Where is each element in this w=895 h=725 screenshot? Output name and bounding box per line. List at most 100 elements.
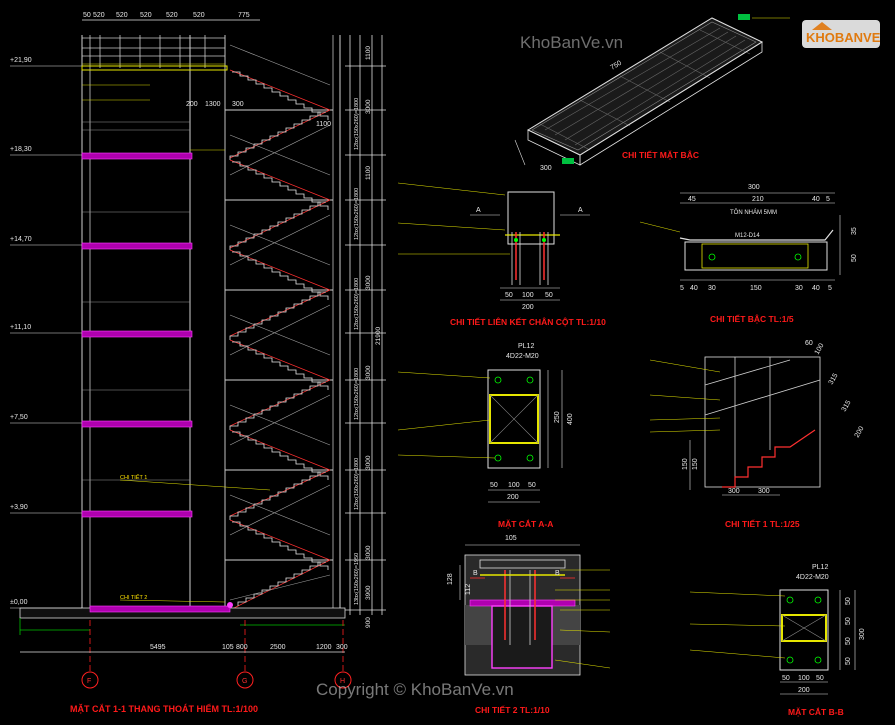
d1-dim-1: 60 bbox=[805, 340, 813, 347]
d1-dim-5: 200 bbox=[854, 425, 866, 439]
bb-bolts: 4D22-M20 bbox=[796, 574, 829, 581]
total-height: 21900 bbox=[375, 327, 382, 345]
bottom-dim-6: 300 bbox=[336, 644, 348, 651]
step-side-dim-1: 35 bbox=[851, 227, 858, 235]
step-mid-dim-4: 5 bbox=[826, 196, 830, 203]
detail-1-tag: CHI TIẾT 1 bbox=[120, 474, 147, 481]
top-dim-2: 520 bbox=[93, 12, 105, 19]
bottom-dim-1: 5495 bbox=[150, 644, 166, 651]
bb-dim-4: 200 bbox=[798, 687, 810, 694]
step-bottom-dim-6: 40 bbox=[812, 285, 820, 292]
top-dim-3: 520 bbox=[116, 12, 128, 19]
col-dim-2: 100 bbox=[522, 292, 534, 299]
bb-dim-1: 50 bbox=[782, 675, 790, 682]
level-1: +21,90 bbox=[10, 57, 32, 64]
vdim-1: 1100 bbox=[365, 46, 372, 60]
section-aa-title: MẶT CẮT A-A bbox=[498, 519, 553, 529]
detail-2-title: CHI TIẾT 2 TL:1/10 bbox=[475, 705, 550, 715]
level-5: +7,50 bbox=[10, 414, 28, 421]
land-dim-3: 300 bbox=[232, 101, 244, 108]
level-2: +18,30 bbox=[10, 146, 32, 153]
step-inner-text: TÔN NHÁM 5MM bbox=[730, 209, 777, 216]
section-aa-drawing bbox=[397, 369, 563, 503]
step-detail-drawing bbox=[639, 192, 841, 281]
stair-dim-2: 12bx(150x260)=1800 bbox=[354, 188, 360, 240]
d1-dim-4: 315 bbox=[841, 399, 853, 413]
bb-dim-2: 100 bbox=[798, 675, 810, 682]
d1-dim-3: 315 bbox=[828, 372, 840, 386]
step-mid-dim-2: 210 bbox=[752, 196, 764, 203]
bb-side-dim-5: 300 bbox=[859, 628, 866, 640]
bb-pl: PL12 bbox=[812, 564, 828, 571]
stair-dim-1: 12bx(150x260)=1800 bbox=[354, 98, 360, 150]
section-bb-drawing bbox=[689, 589, 856, 695]
vdim-9: 900 bbox=[365, 617, 372, 628]
col-dim-3: 50 bbox=[545, 292, 553, 299]
vdim-4: 3000 bbox=[365, 275, 372, 290]
aa-dim-2: 100 bbox=[508, 482, 520, 489]
watermark-site: KhoBanVe.vn bbox=[520, 33, 623, 52]
bb-dim-3: 50 bbox=[816, 675, 824, 682]
aa-bolts: 4D22-M20 bbox=[506, 353, 539, 360]
level-3: +14,70 bbox=[10, 236, 32, 243]
bb-side-dim-2: 50 bbox=[845, 617, 852, 625]
stair-dim-6: 13bx(150x260)=1950 bbox=[354, 553, 360, 605]
section-bb-title: MẶT CẮT B-B bbox=[788, 707, 844, 717]
step-bottom-dim-4: 150 bbox=[750, 285, 762, 292]
col-dim-4: 200 bbox=[522, 304, 534, 311]
aa-dim-4: 200 bbox=[507, 494, 519, 501]
vdim-3: 1100 bbox=[365, 166, 372, 180]
step-bolt: M12-D14 bbox=[735, 233, 760, 239]
land-dim-2: 1300 bbox=[205, 101, 221, 108]
aa-dim-3: 50 bbox=[528, 482, 536, 489]
stair-dim-4: 12bx(150x260)=1800 bbox=[354, 368, 360, 420]
aa-side-dim-1: 250 bbox=[554, 411, 561, 423]
vdim-8: 3900 bbox=[365, 585, 372, 600]
tread-dim-width: 300 bbox=[540, 165, 552, 172]
tread-title: CHI TIẾT MẶT BẬC bbox=[622, 149, 699, 160]
detail-2-drawing bbox=[459, 544, 611, 676]
tread-iso-drawing bbox=[514, 14, 790, 166]
level-7: ±0,00 bbox=[10, 599, 28, 606]
col-section-a-left: A bbox=[476, 207, 481, 214]
d2-section-b-right: B bbox=[555, 570, 560, 577]
tread-dim-length: 750 bbox=[609, 60, 623, 72]
bottom-dim-2: 105 bbox=[222, 644, 234, 651]
stair-dim-3: 12bx(150x260)=1800 bbox=[354, 278, 360, 330]
step-top-dim: 300 bbox=[748, 184, 760, 191]
level-6: +3,90 bbox=[10, 504, 28, 511]
column-base-title: CHI TIẾT LIÊN KẾT CHÂN CỘT TL:1/10 bbox=[450, 316, 606, 327]
land-dim-1: 200 bbox=[186, 101, 198, 108]
bottom-dim-5: 1200 bbox=[316, 644, 332, 651]
detail-1-title: CHI TIẾT 1 TL:1/25 bbox=[725, 519, 800, 529]
top-dim-1: 50 bbox=[83, 12, 91, 19]
watermark-copyright: Copyright © KhoBanVe.vn bbox=[316, 680, 514, 699]
top-dim-6: 520 bbox=[193, 12, 205, 19]
axis-g: G bbox=[242, 678, 247, 685]
column-base-drawing bbox=[397, 182, 590, 301]
axis-f: F bbox=[87, 678, 91, 685]
bb-side-dim-3: 50 bbox=[845, 637, 852, 645]
top-dim-5: 520 bbox=[166, 12, 178, 19]
aa-pl: PL12 bbox=[518, 343, 534, 350]
vdim-5: 3000 bbox=[365, 365, 372, 380]
d1-dim-2: 100 bbox=[814, 342, 826, 356]
bb-side-dim-4: 50 bbox=[845, 657, 852, 665]
step-bottom-dim-3: 30 bbox=[708, 285, 716, 292]
step-detail-title: CHI TIẾT BẬC TL:1/5 bbox=[710, 313, 794, 324]
d2-section-b-left: B bbox=[473, 570, 478, 577]
d2-dim-side-1: 128 bbox=[447, 573, 454, 585]
stair-dim-5: 12bx(150x260)=1800 bbox=[354, 458, 360, 510]
d2-dim-top: 105 bbox=[505, 535, 517, 542]
vdim-6: 3000 bbox=[365, 455, 372, 470]
vdim-2: 3000 bbox=[365, 99, 372, 114]
d1-dim-9: 300 bbox=[758, 488, 770, 495]
d1-dim-8: 300 bbox=[728, 488, 740, 495]
step-bottom-dim-7: 5 bbox=[828, 285, 832, 292]
bottom-dim-4: 2500 bbox=[270, 644, 286, 651]
logo-text: KHOBANVE bbox=[806, 30, 881, 45]
top-dim-7: 775 bbox=[238, 12, 250, 19]
step-side-dim-2: 50 bbox=[851, 254, 858, 262]
